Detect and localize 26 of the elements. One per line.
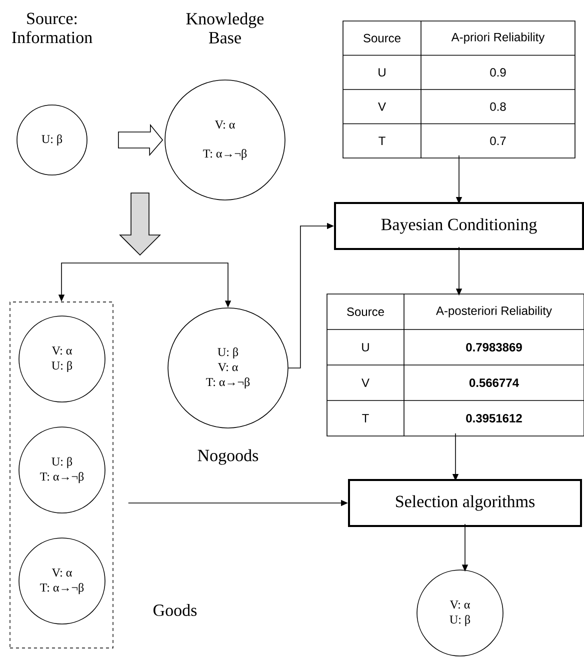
table-cell: 0.7 <box>490 136 506 146</box>
table-cell: U <box>362 343 369 352</box>
table-cell: T <box>362 414 369 422</box>
dashed-group-box <box>10 302 114 648</box>
table-cell: 0.7983869 <box>466 343 522 352</box>
table-cell: Source <box>347 308 384 316</box>
block-arrow <box>118 124 164 156</box>
table-cell: 0.3951612 <box>466 414 522 423</box>
table <box>326 294 584 436</box>
table-cell: U <box>378 68 386 77</box>
table-cell: A-priori Reliability <box>451 32 545 44</box>
table-cell: 0.8 <box>490 102 506 111</box>
table-cell: Source <box>364 34 400 42</box>
table-cell: V <box>362 378 370 387</box>
table-cell: 0.9 <box>490 68 506 77</box>
heading: Source: Information <box>12 12 92 44</box>
process-box: Bayesian Conditioning <box>334 202 584 250</box>
table-cell: A-posteriori Reliability <box>436 306 552 318</box>
table-cell: 0.566774 <box>469 378 519 387</box>
node-label: Goods <box>154 604 197 616</box>
process-box: Selection algorithms <box>348 479 582 527</box>
table-cell: V <box>378 102 386 111</box>
node-label: Nogoods <box>198 449 258 465</box>
table-cell: T <box>378 136 386 145</box>
heading: Knowledge Base <box>186 12 264 44</box>
table <box>342 20 576 158</box>
